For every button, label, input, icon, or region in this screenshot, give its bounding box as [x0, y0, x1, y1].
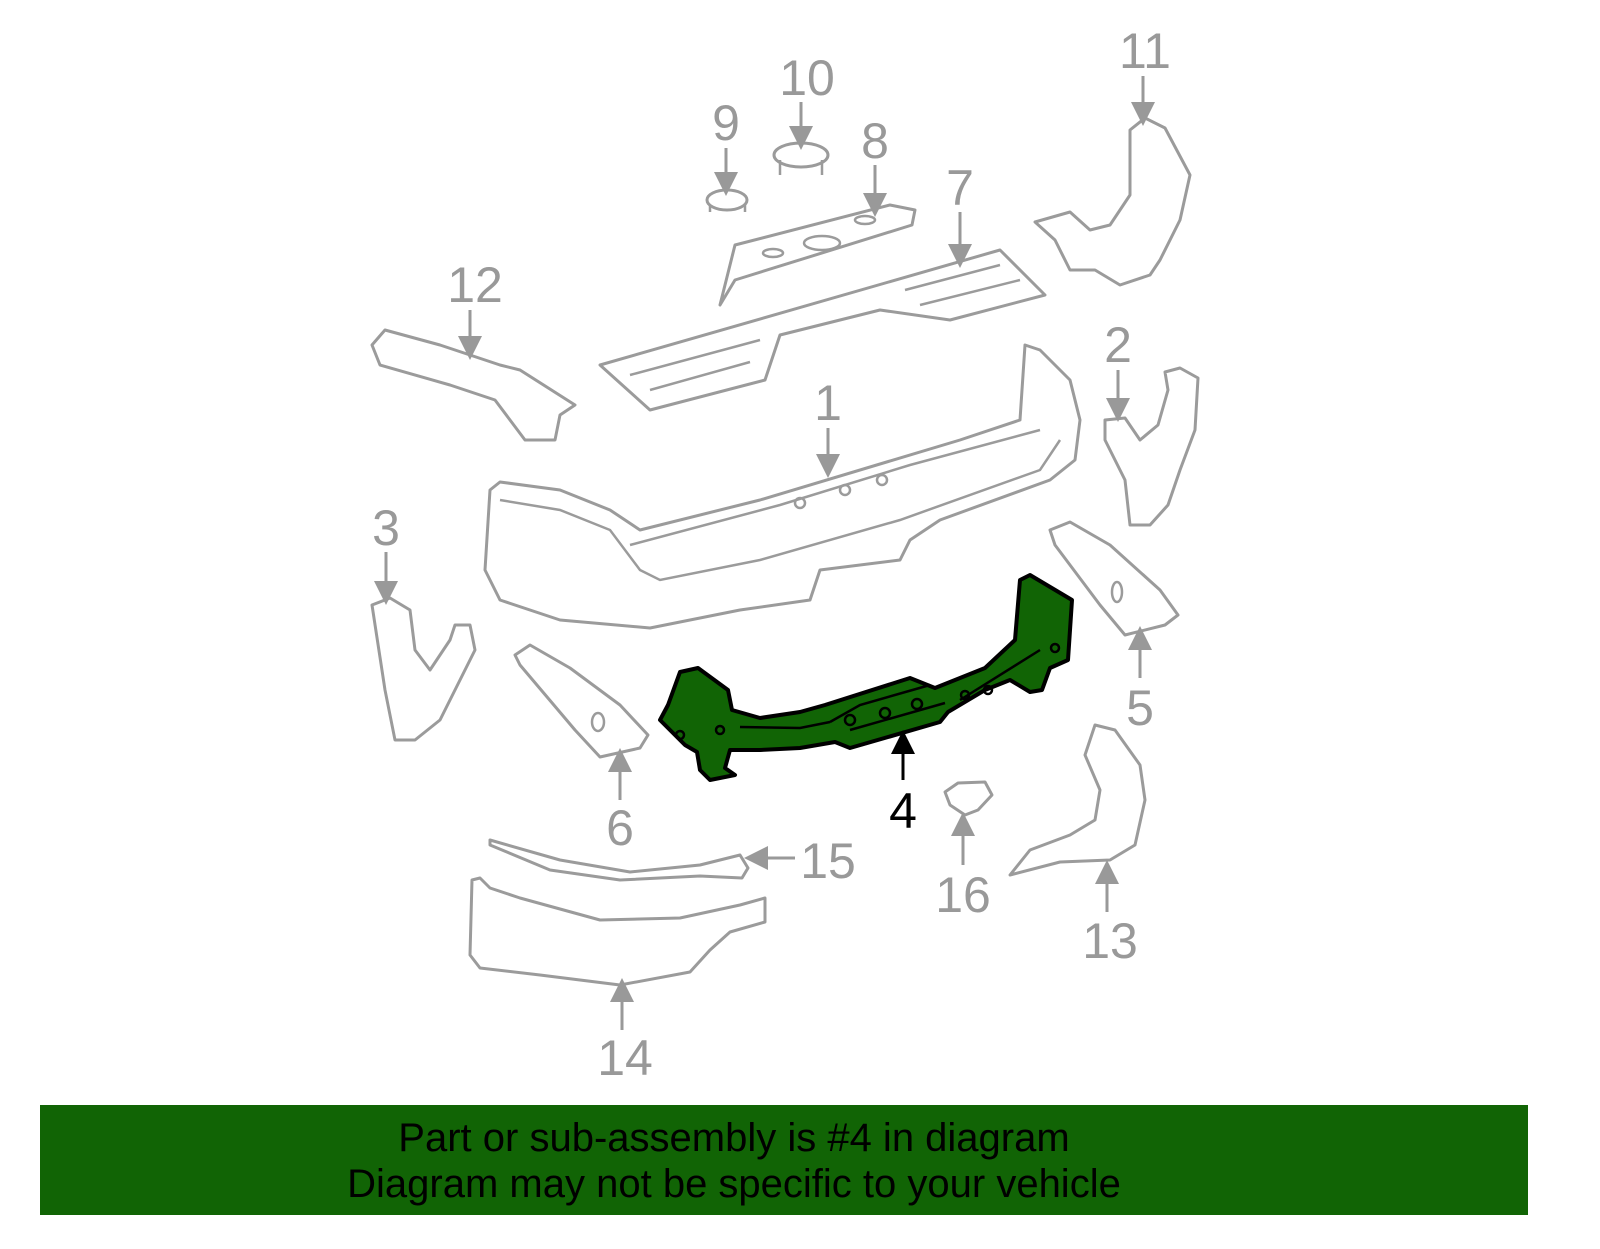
- part-9-cap[interactable]: [705, 188, 749, 212]
- svg-text:13: 13: [1082, 913, 1138, 969]
- info-banner: Part or sub-assembly is #4 in diagram Di…: [40, 1105, 1528, 1215]
- svg-text:12: 12: [447, 257, 503, 313]
- callout-15[interactable]: 15: [744, 833, 856, 889]
- banner-line-1: Part or sub-assembly is #4 in diagram: [398, 1116, 1070, 1160]
- callout-10[interactable]: 10: [779, 50, 835, 150]
- callout-16[interactable]: 16: [935, 812, 991, 923]
- part-11-bracket[interactable]: [1033, 116, 1192, 287]
- part-6-bracket[interactable]: [513, 643, 650, 759]
- svg-text:16: 16: [935, 867, 991, 923]
- svg-text:1: 1: [814, 375, 842, 431]
- banner-line-2: Diagram may not be specific to your vehi…: [347, 1162, 1121, 1206]
- svg-text:4: 4: [889, 783, 917, 839]
- callout-9[interactable]: 9: [712, 95, 740, 196]
- part-10-cap[interactable]: [772, 141, 830, 175]
- part-12-bracket[interactable]: [370, 328, 577, 442]
- part-16-clip[interactable]: [943, 780, 994, 817]
- callout-2[interactable]: 2: [1104, 317, 1132, 422]
- svg-text:15: 15: [800, 833, 856, 889]
- svg-text:8: 8: [861, 113, 889, 169]
- svg-text:9: 9: [712, 95, 740, 151]
- part-3-bracket[interactable]: [370, 596, 477, 742]
- callout-12[interactable]: 12: [447, 257, 503, 360]
- part-5-bracket[interactable]: [1048, 520, 1180, 637]
- part-2-bracket[interactable]: [1103, 366, 1200, 527]
- part-8-step-pad-insert[interactable]: [718, 203, 917, 307]
- part-4-impact-bar[interactable]: [658, 573, 1074, 782]
- callout-7[interactable]: 7: [946, 160, 974, 268]
- part-7-step-pad[interactable]: [598, 248, 1047, 412]
- svg-text:7: 7: [946, 160, 974, 216]
- svg-text:5: 5: [1126, 680, 1154, 736]
- callout-11[interactable]: 11: [1119, 23, 1171, 126]
- callout-1[interactable]: 1: [814, 375, 842, 478]
- svg-text:14: 14: [597, 1030, 653, 1086]
- part-15-molding[interactable]: [488, 838, 750, 882]
- callout-6[interactable]: 6: [606, 748, 634, 856]
- svg-text:3: 3: [372, 500, 400, 556]
- callout-13[interactable]: 13: [1082, 860, 1138, 969]
- svg-text:10: 10: [779, 50, 835, 106]
- callout-5[interactable]: 5: [1126, 626, 1154, 736]
- svg-text:6: 6: [606, 800, 634, 856]
- svg-text:11: 11: [1119, 23, 1171, 79]
- callout-8[interactable]: 8: [861, 113, 889, 217]
- part-1-bumper-cover[interactable]: [483, 343, 1082, 630]
- part-14-valance[interactable]: [468, 876, 767, 987]
- callout-3[interactable]: 3: [372, 500, 400, 605]
- svg-text:2: 2: [1104, 317, 1132, 373]
- callout-4[interactable]: 4: [889, 730, 917, 839]
- callout-14[interactable]: 14: [597, 978, 653, 1086]
- part-13-valance-end[interactable]: [1008, 723, 1147, 877]
